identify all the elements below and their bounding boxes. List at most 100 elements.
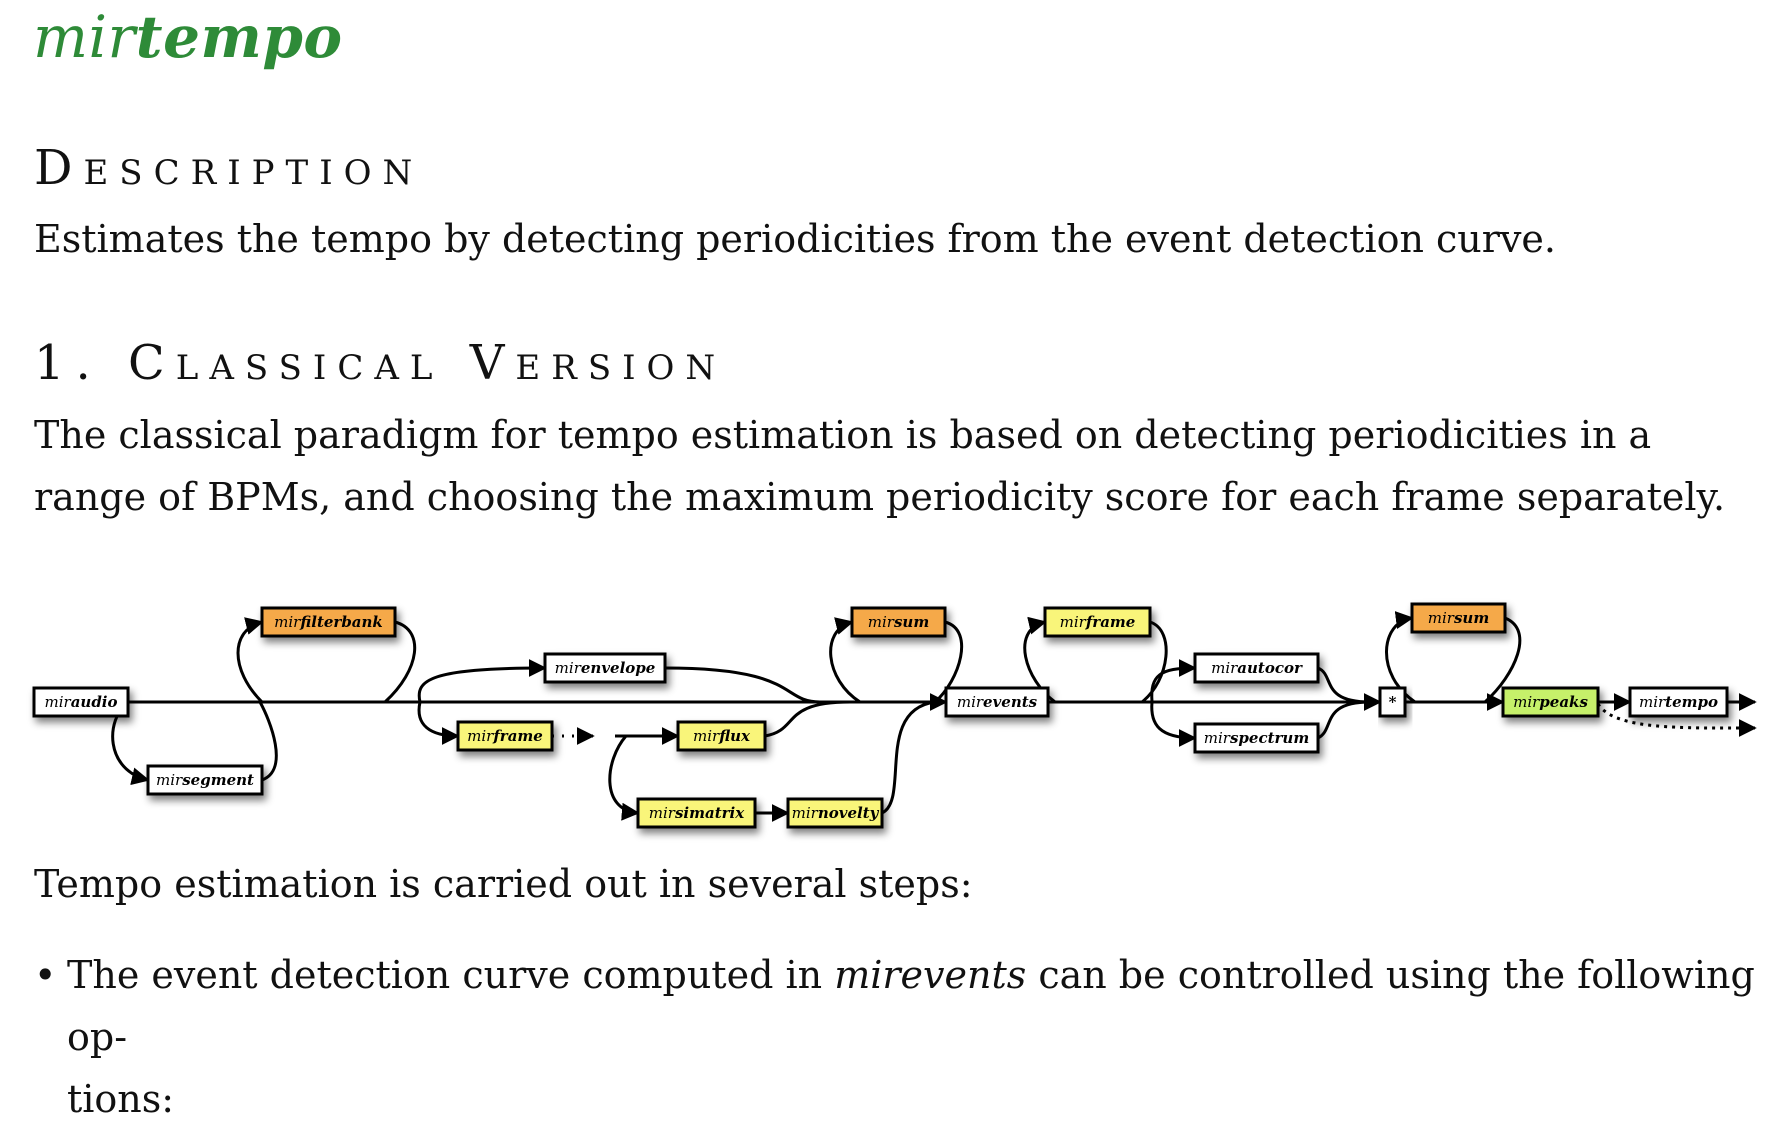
edge-from-mirnovelty — [881, 700, 936, 815]
edge-to-mirspectrum — [1150, 701, 1197, 747]
node-label: mirevents — [957, 693, 1038, 711]
node-box — [260, 606, 397, 638]
description-text: Estimates the tempo by detecting periodi… — [34, 217, 1556, 261]
node-label-name: autocor — [1237, 659, 1303, 677]
node-box — [1378, 686, 1407, 718]
node-mirspectrum: mirspectrum — [1193, 722, 1320, 754]
node-box — [543, 652, 667, 684]
node-label-prefix: mir — [1639, 693, 1666, 711]
node-label: mirsegment — [156, 771, 254, 789]
node-label: mirframe — [467, 727, 543, 745]
node-box — [1043, 606, 1152, 638]
edge-from-mirspectrum — [1317, 700, 1371, 740]
node-mirframe1: mirframe — [456, 720, 554, 752]
node-mirenvelope: mirenvelope — [543, 652, 667, 684]
node-mirevents: mirevents — [944, 686, 1050, 718]
node-label: mirflux — [693, 727, 751, 745]
edge-from-mirenvelope — [664, 666, 821, 704]
edge-dotted-out — [1596, 703, 1757, 738]
node-box — [850, 606, 947, 638]
node-label-name: spectrum — [1230, 729, 1309, 747]
node-label-prefix: mir — [1428, 609, 1455, 627]
description-heading: Description — [34, 140, 424, 196]
node-mirflux: mirflux — [676, 720, 767, 752]
node-label: mirautocor — [1211, 659, 1303, 677]
node-mult: * — [1378, 686, 1407, 718]
edge-from-mirautocor — [1317, 666, 1371, 704]
node-label-prefix: mir — [868, 613, 895, 631]
edge-from-mirsegment — [258, 701, 278, 782]
tempo-flow-diagram: miraudiomirsegmentmirfilterbankmirenvelo… — [32, 602, 1757, 829]
node-label-prefix: mir — [1513, 693, 1540, 711]
node-mirsum1: mirsum — [850, 606, 947, 638]
node-label: mirframe — [1060, 613, 1136, 631]
node-box — [146, 764, 264, 796]
node-label: mirpeaks — [1513, 693, 1588, 711]
node-mirfilterbank: mirfilterbank — [260, 606, 397, 638]
node-label-prefix: mir — [555, 659, 582, 677]
node-label-prefix: mir — [1204, 729, 1231, 747]
edge-to-mirsum1 — [829, 617, 861, 704]
node-label: mirspectrum — [1204, 729, 1309, 747]
node-label: mirsum — [1428, 609, 1489, 627]
node-label-name: audio — [71, 693, 118, 711]
node-label: mirtempo — [1639, 693, 1718, 711]
node-box — [1501, 686, 1600, 718]
node-label-name: segment — [182, 771, 254, 789]
node-label-name: filterbank — [299, 613, 383, 631]
edge-to-mirfilterbank — [236, 617, 264, 704]
node-label-name: frame — [1085, 613, 1136, 631]
node-label-name: peaks — [1539, 693, 1588, 711]
node-mirsimatrix: mirsimatrix — [636, 797, 757, 829]
node-mirnovelty: mirnovelty — [786, 797, 884, 829]
node-label-name: simatrix — [675, 804, 745, 822]
edge-to-mirsimatrix — [608, 735, 640, 821]
node-label-name: sum — [894, 613, 929, 631]
node-mirautocor: mirautocor — [1193, 652, 1320, 684]
edge-from-mirframe2 — [1141, 620, 1168, 704]
edge-from-mirflux — [764, 700, 851, 738]
node-box — [944, 686, 1050, 718]
node-label-prefix: mir — [957, 693, 984, 711]
node-mirtempo: mirtempo — [1628, 686, 1729, 718]
node-label-prefix: mir — [467, 727, 494, 745]
node-label: * — [1389, 693, 1397, 711]
diagram-edges — [111, 611, 1757, 822]
node-label-prefix: mir — [649, 804, 676, 822]
node-label: mirsimatrix — [649, 804, 745, 822]
diagram-nodes: miraudiomirsegmentmirfilterbankmirenvelo… — [32, 602, 1729, 829]
node-box — [32, 686, 130, 718]
node-label: mirnovelty — [792, 804, 880, 822]
node-box — [456, 720, 554, 752]
node-label-prefix: mir — [274, 613, 301, 631]
node-box — [1410, 602, 1507, 634]
node-label-name: frame — [492, 727, 543, 745]
node-label-prefix: mir — [1211, 659, 1238, 677]
node-mirsum2: mirsum — [1410, 602, 1507, 634]
edge-to-mirautocor — [1150, 659, 1197, 703]
bullet-text: The event detection curve computed in mi… — [67, 953, 1755, 1121]
node-miraudio: miraudio — [32, 686, 130, 718]
node-label-prefix: mir — [693, 727, 720, 745]
edge-from-mirsum2 — [1483, 616, 1522, 704]
node-label-prefix: mir — [44, 693, 71, 711]
node-label-prefix: mir — [792, 804, 819, 822]
node-label-name: flux — [718, 727, 751, 745]
node-label: miraudio — [44, 693, 117, 711]
node-label-name: tempo — [1665, 693, 1718, 711]
edge-to-mirenvelope — [417, 659, 547, 703]
bullet-dot: • — [34, 953, 57, 997]
page-title: mirtempo — [33, 3, 343, 71]
steps-intro-text: Tempo estimation is carried out in sever… — [34, 862, 973, 906]
classical-version-heading: 1. Classical Version — [34, 335, 727, 391]
node-label-prefix: mir — [156, 771, 183, 789]
node-box — [1193, 722, 1320, 754]
node-label: mirsum — [868, 613, 929, 631]
node-mirsegment: mirsegment — [146, 764, 264, 796]
node-label: mirfilterbank — [274, 613, 383, 631]
node-mirframe2: mirframe — [1043, 606, 1152, 638]
node-box — [1628, 686, 1729, 718]
edge-from-mirfilterbank — [383, 620, 417, 704]
node-box — [786, 797, 884, 829]
node-label-name: envelope — [581, 659, 655, 677]
